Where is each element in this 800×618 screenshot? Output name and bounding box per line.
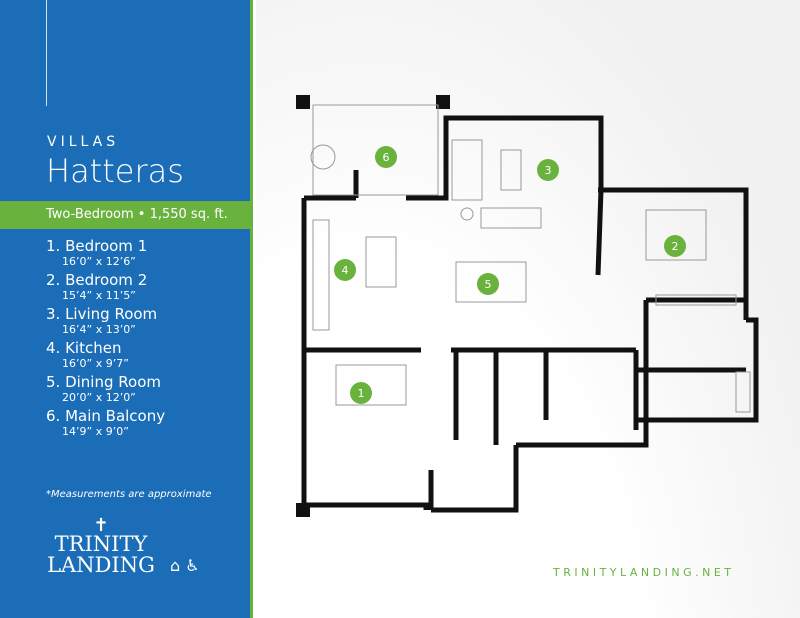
room-marker-6 — [375, 146, 397, 168]
room-marker-2 — [664, 235, 686, 257]
room-marker-4 — [334, 259, 356, 281]
svg-text:5: 5 — [485, 278, 492, 291]
svg-text:6: 6 — [383, 151, 390, 164]
svg-text:1: 1 — [358, 387, 365, 400]
floor-plan: 1 2 3 4 5 6 — [296, 95, 759, 517]
plan-title: Hatteras — [46, 152, 184, 190]
accessibility-icon: ♿ — [185, 556, 200, 575]
divider — [46, 0, 47, 106]
svg-text:4: 4 — [342, 264, 349, 277]
room-marker-5 — [477, 273, 499, 295]
svg-text:2: 2 — [672, 240, 679, 253]
equal-housing-icon: ⌂ — [170, 556, 181, 575]
cross-icon: ✝ — [93, 515, 109, 536]
room-marker-1 — [350, 382, 372, 404]
category-label: VILLAS — [47, 134, 120, 150]
info-panel: VILLAS Hatteras Two-Bedroom • 1,550 sq. … — [0, 0, 253, 618]
measurement-note: *Measurements are approximate — [46, 489, 212, 500]
plan-background — [256, 0, 800, 618]
plan-subtitle: Two-Bedroom • 1,550 sq. ft. — [0, 201, 250, 229]
svg-text:3: 3 — [545, 164, 552, 177]
room-markers: 1 2 3 4 5 6 — [334, 146, 686, 404]
website-link[interactable]: TRINITYLANDING.NET — [553, 566, 735, 579]
room-marker-3 — [537, 159, 559, 181]
trinity-landing-logo: ✝ TRINITY LANDING — [47, 515, 155, 577]
